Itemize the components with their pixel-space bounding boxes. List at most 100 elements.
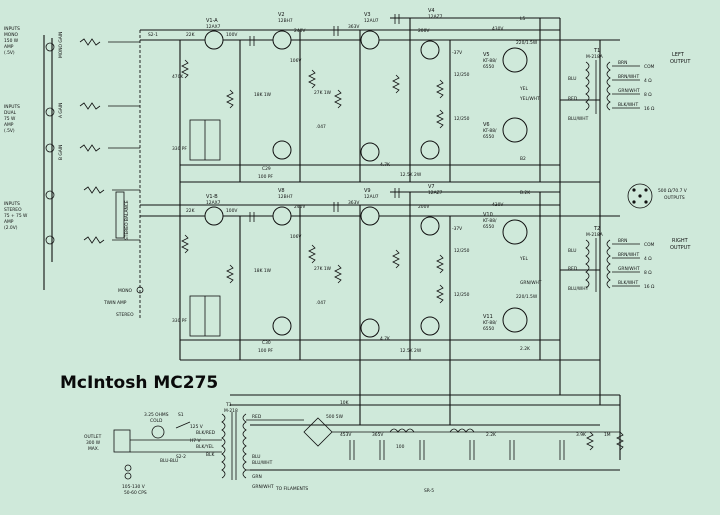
outlet-label-3: MAX. — [88, 446, 99, 452]
v7-type: 12AZ7 — [428, 190, 443, 196]
tube-v3 — [360, 30, 380, 50]
v11-label: V11 — [483, 314, 493, 320]
t2-wind-1: YEL — [519, 256, 528, 262]
mode-stereo-label: STEREO — [116, 312, 134, 318]
t2-tap-6: 8 Ω — [644, 270, 652, 276]
comp-label-8: 106V — [290, 58, 301, 64]
comp-label-7: 240V — [294, 204, 305, 210]
ps-label-3: 453V — [340, 432, 351, 438]
right-output-label-2: OUTPUT — [670, 245, 691, 251]
v6-type: KT-88/ — [483, 128, 497, 134]
comp-label-15: 430V — [492, 202, 503, 208]
stereo-input-label-4: AMP — [4, 219, 14, 225]
comp-label-16: -37V — [452, 50, 462, 56]
stereo-balance-label: STEREO BALANCE — [124, 200, 130, 240]
comp-label-34: 220/1.5W — [516, 40, 538, 46]
comp-label-27: .047 — [316, 300, 326, 306]
tube-v8-b — [272, 316, 292, 336]
comp-label-25: 18K 1W — [254, 268, 272, 274]
v7-label: V7 — [428, 184, 435, 190]
sec-label-1: 125 V — [190, 424, 203, 430]
schematic-title: McIntosh MC275 — [60, 373, 218, 393]
t1-tap-2: COM — [644, 64, 655, 70]
v8-type: 12BH7 — [278, 194, 293, 200]
tube-v11 — [502, 307, 528, 333]
tube-v10 — [502, 219, 528, 245]
b-gain-label: B GAIN — [58, 145, 64, 160]
v3-label: V3 — [364, 12, 371, 18]
t1-tap-8: 16 Ω — [644, 106, 655, 112]
comp-label-31: 4.7K — [380, 336, 390, 342]
output-transformer-t1 — [585, 60, 640, 114]
stereo-input-jack-a — [45, 190, 55, 200]
comp-label-14: 430V — [492, 26, 503, 32]
t1-label: T1 — [593, 48, 600, 54]
comp-label-23: 27K 1W — [314, 266, 332, 272]
v5-type-2: 6550 — [483, 64, 494, 70]
t2-tap-4: 4 Ω — [644, 256, 652, 262]
mains-plug-pin-2 — [124, 472, 132, 480]
main-wiring — [43, 17, 621, 471]
ps-label-2: 500 5W — [326, 414, 344, 420]
sec-label-10: GRN — [252, 474, 262, 480]
mono-input-jack — [45, 42, 55, 52]
bottom-channel-tubes — [204, 206, 528, 338]
mono-input-label-3: 150 W — [4, 38, 19, 44]
comp-label-41: B2 — [520, 156, 526, 162]
rectifier-bridge — [303, 417, 333, 447]
comp-label-3: 470K — [172, 74, 183, 80]
v2-type: 12BH7 — [278, 18, 293, 24]
t1-tap-6: 8 Ω — [644, 92, 652, 98]
t2-primary-2: RED — [568, 266, 578, 272]
t1-primary-1: BLU — [568, 76, 576, 82]
t2-tap-5: GRN/WHT — [618, 266, 640, 272]
input-switch-label: S2-1 — [148, 32, 158, 38]
comp-label-38: 12/250 — [454, 248, 470, 254]
mono-input-label-1: INPUTS — [4, 26, 20, 32]
v10-label: V10 — [483, 212, 493, 218]
tube-v7-b — [420, 316, 440, 336]
comp-label-30: 4.7K — [380, 162, 390, 168]
v1b-label: V1-B — [206, 194, 218, 200]
ps-label-4: 365V — [372, 432, 383, 438]
comp-label-4: 100V — [226, 32, 237, 38]
input-labels: INPUTS MONO 150 W AMP (.5V) INPUTS DUAL … — [4, 26, 158, 318]
v11-type: KT-88/ — [483, 320, 497, 326]
t2-wind-2: GRN/WHT — [520, 280, 542, 286]
mains-label-2: 50-60 CPS — [124, 490, 147, 496]
comp-label-12: 200V — [418, 28, 429, 34]
dual-input-label-5: (.5V) — [4, 128, 15, 134]
comp-label-2: 22K — [186, 208, 195, 214]
power-supply — [113, 412, 624, 480]
v5-type: KT-88/ — [483, 58, 497, 64]
mode-mono-label: MONO — [118, 288, 133, 294]
comp-label-36: 12/250 — [454, 72, 470, 78]
v8-label: V8 — [278, 188, 285, 194]
t1-tap-7: BLK/WHT — [618, 102, 638, 108]
t1-tap-3: BRN/WHT — [618, 74, 639, 80]
v6-label: V6 — [483, 122, 490, 128]
t1-primary-2: RED — [568, 96, 578, 102]
sec-label-11: GRN/WHT — [252, 484, 274, 490]
ps-label-8: 1M — [604, 432, 611, 438]
t1-tap-1: BRN — [618, 60, 627, 66]
component-value-labels: 22K 22K 470K 100V 100V 240V 240V 106V 10… — [172, 16, 538, 354]
comp-label-10: 363V — [348, 24, 359, 30]
socket-label-1: 500 Ω/70.7 V — [658, 188, 687, 194]
left-output-label-2: OUTPUT — [670, 59, 691, 65]
v9-label: V9 — [364, 188, 371, 194]
comp-label-40: L5 — [520, 16, 525, 22]
socket-label-2: OUTPUTS — [664, 195, 685, 201]
t2-type: M-218A — [586, 232, 603, 238]
power-switch — [175, 421, 191, 429]
t3-type: M-218 — [224, 408, 238, 414]
mono-input-label-5: (.5V) — [4, 50, 15, 56]
tube-v2 — [272, 30, 292, 50]
sec-label-5: BLK — [206, 452, 214, 458]
ps-label-6: 2.2K — [486, 432, 496, 438]
bottom-channel-tube-labels: V1-B 12AX7 V8 12BH7 V9 12AU7 V7 12AZ7 V1… — [206, 184, 497, 332]
filter-choke-2 — [449, 428, 475, 433]
v10-type-2: 6550 — [483, 224, 494, 230]
thermistor-fuse — [151, 425, 165, 439]
